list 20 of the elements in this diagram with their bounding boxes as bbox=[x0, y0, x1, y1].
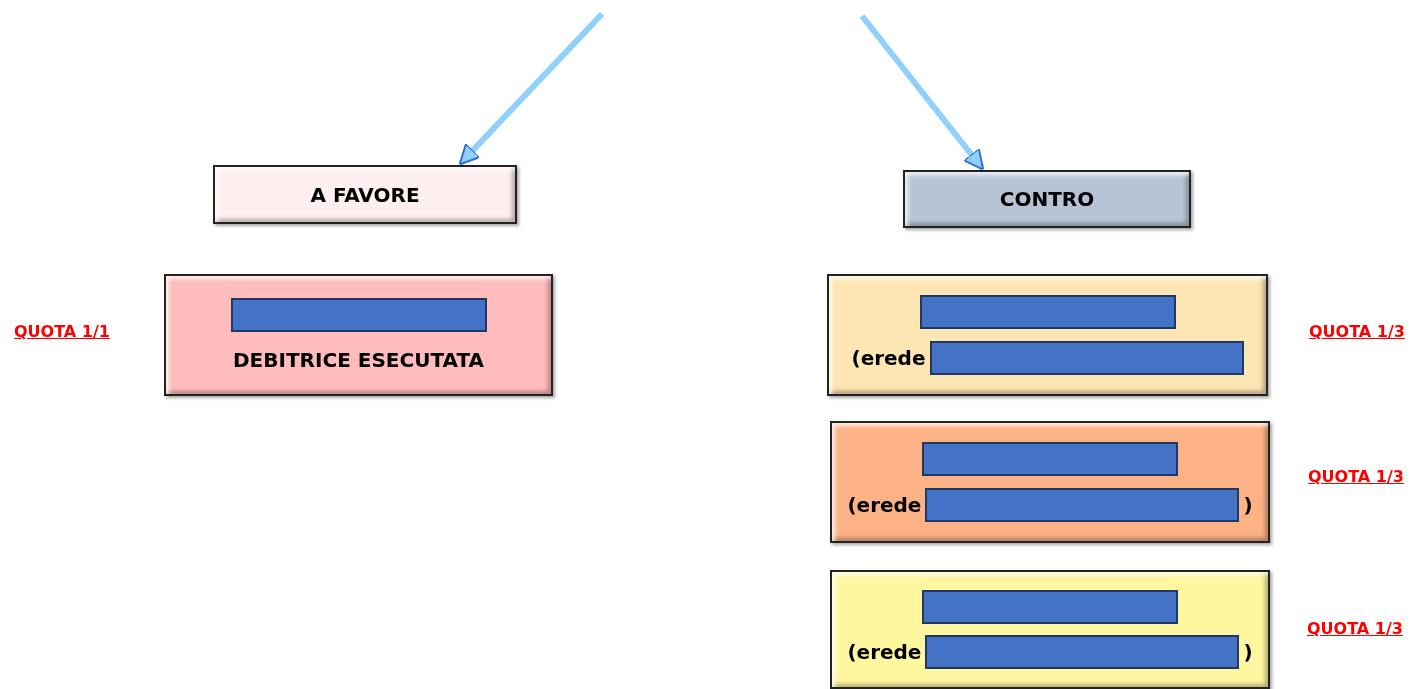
box-title: DEBITRICE ESECUTATA bbox=[233, 348, 484, 372]
heir-label: (erede bbox=[847, 640, 922, 665]
header-box bbox=[903, 170, 1191, 228]
quota-label: QUOTA 1/1 bbox=[14, 322, 110, 341]
quota-label: QUOTA 1/3 bbox=[1308, 467, 1404, 486]
arrow bbox=[859, 14, 985, 171]
closing-parenthesis: ) bbox=[1243, 640, 1253, 665]
quota-label: QUOTA 1/3 bbox=[1309, 322, 1405, 341]
party-box bbox=[830, 421, 1270, 543]
party-box bbox=[830, 570, 1270, 689]
quota-label: QUOTA 1/3 bbox=[1307, 619, 1403, 638]
box-title: A FAVORE bbox=[310, 182, 420, 207]
arrow bbox=[458, 11, 605, 166]
heir-label: (erede bbox=[847, 493, 922, 518]
party-box bbox=[164, 274, 553, 396]
header-box bbox=[213, 165, 517, 224]
closing-parenthesis: ) bbox=[1243, 493, 1253, 518]
party-box bbox=[827, 274, 1268, 396]
box-title: CONTRO bbox=[999, 187, 1095, 211]
heir-label: (erede bbox=[851, 346, 926, 371]
